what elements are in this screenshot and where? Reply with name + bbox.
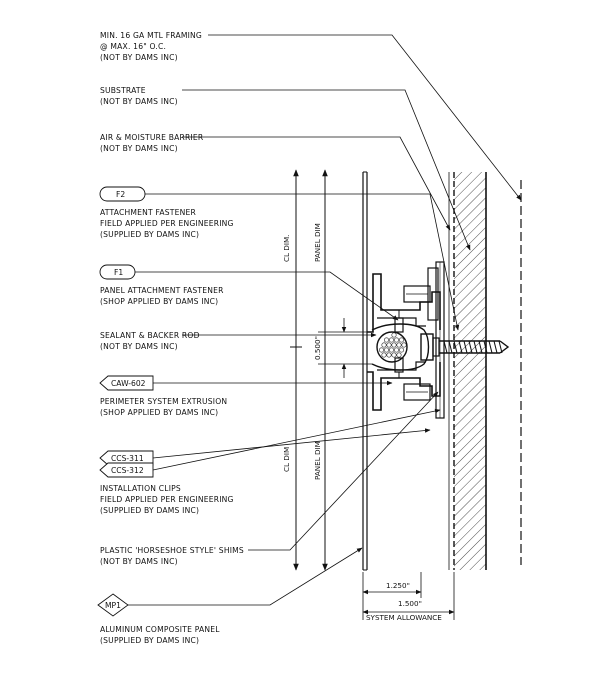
dim-1250-label: 1.250" xyxy=(386,581,410,590)
joint-dim-label: 0.500" xyxy=(313,336,322,360)
panel-dim-bottom-label: PANEL DIM xyxy=(313,441,322,480)
tag-ccs312-shape xyxy=(99,462,154,478)
callout-barrier: AIR & MOISTURE BARRIER (NOT BY DAMS INC) xyxy=(100,133,204,153)
system-allowance-label: SYSTEM ALLOWANCE xyxy=(366,613,442,622)
svg-text:ALUMINUM COMPOSITE PANEL: ALUMINUM COMPOSITE PANEL xyxy=(100,625,220,634)
callout-attachment-fastener: ATTACHMENT FASTENER FIELD APPLIED PER EN… xyxy=(100,208,234,239)
svg-text:(SUPPLIED BY DAMS INC): (SUPPLIED BY DAMS INC) xyxy=(100,230,199,239)
tag-ccs312: CCS-312 xyxy=(111,466,144,475)
horizontal-dimensions: 1.250" 1.500" SYSTEM ALLOWANCE xyxy=(362,572,455,622)
tag-shapes xyxy=(97,186,154,617)
svg-text:FIELD APPLIED PER ENGINEERING: FIELD APPLIED PER ENGINEERING xyxy=(100,495,234,504)
tag-ccs311: CCS-311 xyxy=(111,454,144,463)
svg-text:ATTACHMENT FASTENER: ATTACHMENT FASTENER xyxy=(100,208,197,217)
tag-mp1-shape xyxy=(97,593,129,617)
tag-f2: F2 xyxy=(116,190,125,199)
svg-text:AIR & MOISTURE BARRIER: AIR & MOISTURE BARRIER xyxy=(100,133,204,142)
callout-substrate: SUBSTRATE (NOT BY DAMS INC) xyxy=(100,86,178,106)
svg-text:FIELD APPLIED PER ENGINEERING: FIELD APPLIED PER ENGINEERING xyxy=(100,219,234,228)
svg-text:PLASTIC 'HORSESHOE STYLE' SHIM: PLASTIC 'HORSESHOE STYLE' SHIMS xyxy=(100,546,244,555)
svg-text:(NOT BY DAMS INC): (NOT BY DAMS INC) xyxy=(100,144,178,153)
svg-text:(SHOP APPLIED BY DAMS INC): (SHOP APPLIED BY DAMS INC) xyxy=(100,408,218,417)
callout-extrusion: PERIMETER SYSTEM EXTRUSION (SHOP APPLIED… xyxy=(100,397,227,417)
tag-f1: F1 xyxy=(114,268,123,277)
svg-text:(SHOP APPLIED BY DAMS INC): (SHOP APPLIED BY DAMS INC) xyxy=(100,297,218,306)
svg-text:@ MAX. 16" O.C.: @ MAX. 16" O.C. xyxy=(100,42,166,51)
tag-f1-shape xyxy=(99,264,136,280)
upper-extrusion xyxy=(367,267,441,333)
vertical-dimension-lines xyxy=(290,169,372,571)
svg-text:(NOT BY DAMS INC): (NOT BY DAMS INC) xyxy=(100,557,178,566)
svg-text:(NOT BY DAMS INC): (NOT BY DAMS INC) xyxy=(100,53,178,62)
tag-mp1: MP1 xyxy=(105,601,121,610)
callout-framing: MIN. 16 GA MTL FRAMING @ MAX. 16" O.C. (… xyxy=(100,31,202,62)
callout-panel-fastener: PANEL ATTACHMENT FASTENER (SHOP APPLIED … xyxy=(100,286,224,306)
cl-dim-top-label: CL DIM. xyxy=(282,235,291,262)
svg-text:(NOT BY DAMS INC): (NOT BY DAMS INC) xyxy=(100,342,178,351)
callout-shims: PLASTIC 'HORSESHOE STYLE' SHIMS (NOT BY … xyxy=(100,546,244,566)
tag-f2-shape xyxy=(99,186,146,202)
substrate-wall xyxy=(448,172,487,570)
installation-clip xyxy=(435,261,445,419)
backer-rod xyxy=(371,323,430,371)
vertical-dimension-labels: CL DIM. PANEL DIM 0.500" CL DIM PANEL DI… xyxy=(282,223,322,480)
svg-text:SEALANT & BACKER ROD: SEALANT & BACKER ROD xyxy=(100,331,200,340)
callout-acm: ALUMINUM COMPOSITE PANEL (SUPPLIED BY DA… xyxy=(100,625,220,645)
tag-caw: CAW-602 xyxy=(111,379,146,388)
tag-labels: F2 F1 CAW-602 CCS-311 CCS-312 MP1 xyxy=(105,190,146,610)
svg-text:MIN. 16 GA MTL FRAMING: MIN. 16 GA MTL FRAMING xyxy=(100,31,202,40)
svg-text:SUBSTRATE: SUBSTRATE xyxy=(100,86,146,95)
svg-text:INSTALLATION CLIPS: INSTALLATION CLIPS xyxy=(100,484,181,493)
attachment-fastener xyxy=(420,333,510,361)
acm-panel-face xyxy=(362,171,368,571)
svg-text:(NOT BY DAMS INC): (NOT BY DAMS INC) xyxy=(100,97,178,106)
cl-dim-bottom-label: CL DIM xyxy=(282,447,291,472)
callout-sealant: SEALANT & BACKER ROD (NOT BY DAMS INC) xyxy=(100,331,200,351)
callout-clips: INSTALLATION CLIPS FIELD APPLIED PER ENG… xyxy=(100,484,234,515)
leader-lines xyxy=(128,34,522,606)
svg-text:PANEL ATTACHMENT FASTENER: PANEL ATTACHMENT FASTENER xyxy=(100,286,224,295)
dim-1500-label: 1.500" xyxy=(398,599,422,608)
panel-attachment-fastener xyxy=(394,310,404,378)
svg-text:(SUPPLIED BY DAMS INC): (SUPPLIED BY DAMS INC) xyxy=(100,506,199,515)
svg-text:(SUPPLIED BY DAMS INC): (SUPPLIED BY DAMS INC) xyxy=(100,636,199,645)
svg-text:PERIMETER SYSTEM EXTRUSION: PERIMETER SYSTEM EXTRUSION xyxy=(100,397,227,406)
tag-caw-shape xyxy=(99,375,154,391)
panel-dim-top-label: PANEL DIM xyxy=(313,223,322,262)
